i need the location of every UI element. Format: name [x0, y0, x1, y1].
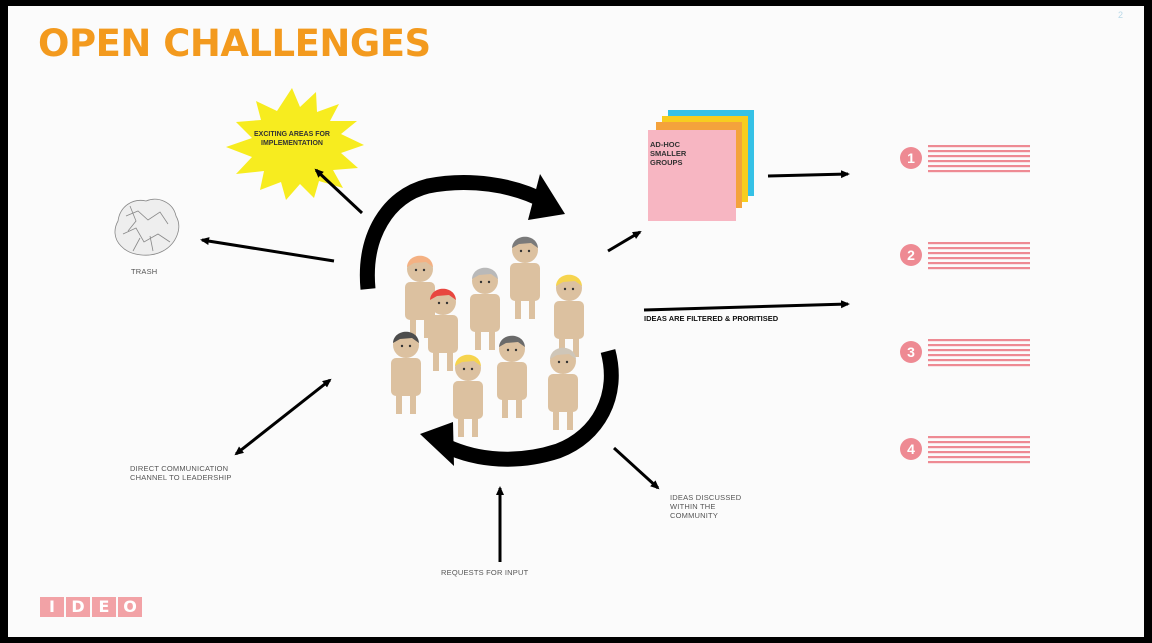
priority-line	[928, 436, 1030, 439]
crumpled-paper-icon	[114, 198, 180, 256]
exciting-areas-label: EXCITING AREAS FOR IMPLEMENTATION	[254, 131, 330, 147]
priority-list: 1 2 3 4	[900, 145, 1030, 464]
sticky-note-label: AD-HOC SMALLER GROUPS	[650, 140, 687, 167]
priority-line	[928, 145, 1030, 148]
priority-line	[928, 242, 1030, 245]
priority-line	[928, 446, 1030, 449]
priority-number-badge	[900, 244, 922, 266]
priority-line	[928, 257, 1030, 260]
priority-line	[928, 150, 1030, 153]
sticky-notes-stack	[648, 110, 754, 221]
arrow-sticky-to-priority	[767, 170, 850, 179]
logo-letter: I	[40, 597, 64, 617]
leadership-label: DIRECT COMMUNICATION CHANNEL TO LEADERSH…	[130, 464, 232, 482]
priority-line	[928, 461, 1030, 464]
priority-item: 3	[900, 339, 1030, 367]
priority-item: 4	[900, 436, 1030, 464]
priority-line	[928, 252, 1030, 255]
priority-line	[928, 354, 1030, 357]
priority-line	[928, 339, 1030, 342]
priority-line	[928, 262, 1030, 265]
priority-number: 1	[907, 150, 915, 166]
priority-line	[928, 441, 1030, 444]
arrow-to-exciting	[314, 168, 364, 215]
priority-line	[928, 247, 1030, 250]
priority-line	[928, 160, 1030, 163]
priority-line	[928, 155, 1030, 158]
arrow-to-trash	[200, 237, 335, 263]
priority-line	[928, 165, 1030, 168]
logo-letter: D	[66, 597, 90, 617]
person-figure	[391, 331, 421, 414]
discussed-label: IDEAS DISCUSSED WITHIN THE COMMUNITY	[670, 493, 742, 520]
person-figure	[453, 354, 483, 437]
person-figure	[497, 335, 527, 418]
circular-arrows-icon	[359, 174, 619, 467]
person-figure	[428, 288, 458, 371]
priority-line	[928, 349, 1030, 352]
arrow-discussed	[612, 446, 660, 490]
arrow-leadership	[234, 378, 332, 456]
priority-number: 2	[907, 247, 915, 263]
person-figure	[554, 274, 584, 357]
page-number: 2	[1118, 10, 1124, 20]
starburst-icon	[226, 88, 364, 200]
person-figure	[405, 255, 435, 338]
requests-label: REQUESTS FOR INPUT	[441, 568, 529, 577]
person-figure	[510, 236, 540, 319]
filtered-label: IDEAS ARE FILTERED & PRORITISED	[644, 314, 779, 323]
priority-line	[928, 170, 1030, 173]
slide-title: OPEN CHALLENGES	[38, 22, 431, 65]
arrow-to-sticky	[607, 230, 642, 253]
logo-letter: O	[118, 597, 142, 617]
priority-line	[928, 359, 1030, 362]
trash-label: TRASH	[131, 267, 158, 276]
priority-number-badge	[900, 438, 922, 460]
slide: 1 2 3 4 OPEN CHALLENGES 2 EXCITING AREAS FO…	[8, 6, 1144, 637]
priority-number: 3	[907, 344, 915, 360]
priority-line	[928, 451, 1030, 454]
priority-number: 4	[907, 441, 915, 457]
person-figure	[548, 347, 578, 430]
priority-item: 1	[900, 145, 1030, 173]
arrow-filtered	[643, 300, 850, 312]
priority-item: 2	[900, 242, 1030, 270]
priority-line	[928, 267, 1030, 270]
priority-line	[928, 456, 1030, 459]
logo-letter: E	[92, 597, 116, 617]
diagram-canvas: 1 2 3 4	[114, 88, 1030, 562]
person-figure	[470, 267, 500, 350]
priority-number-badge	[900, 341, 922, 363]
priority-line	[928, 364, 1030, 367]
people-crowd-icon	[391, 236, 584, 437]
priority-line	[928, 344, 1030, 347]
priority-number-badge	[900, 147, 922, 169]
